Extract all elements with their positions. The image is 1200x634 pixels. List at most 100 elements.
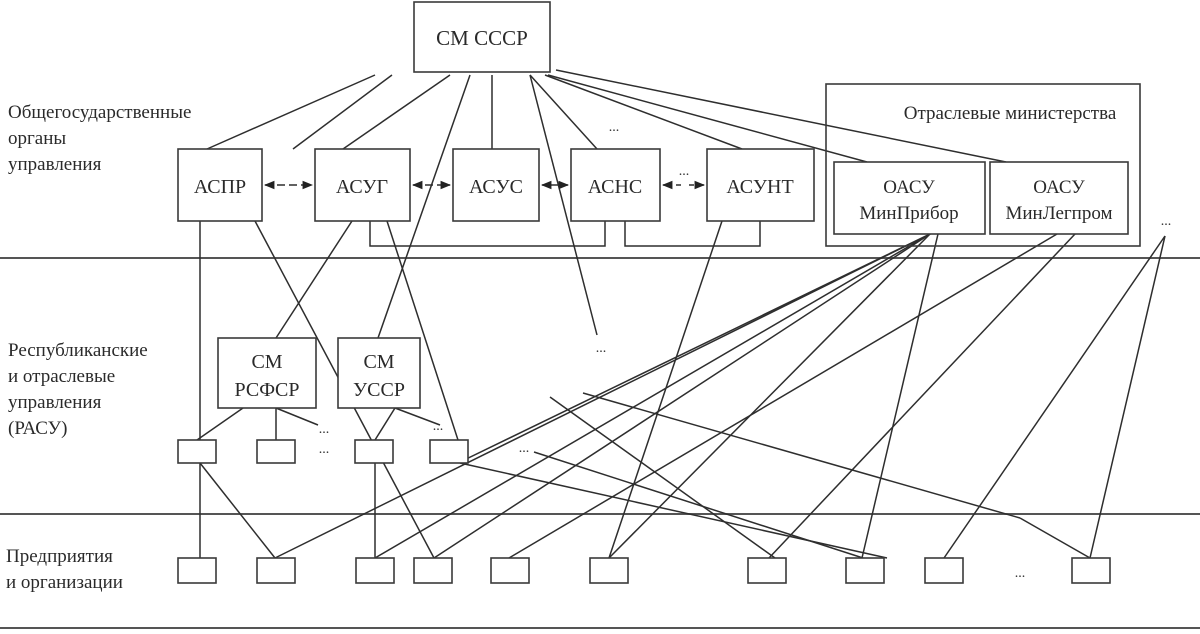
node-label: СМ СССР: [436, 26, 528, 50]
enterprise-unit-8[interactable]: [845, 557, 885, 584]
republic-unit-3[interactable]: [354, 439, 394, 464]
link-minpribor-e4: [433, 233, 931, 559]
ellipsis-mark: ...: [319, 442, 330, 457]
node-label: СМ: [251, 351, 282, 373]
link-smussr-asns: [529, 74, 598, 150]
link-minpribor-unit4: [457, 233, 931, 464]
link-smussr-asunt: [544, 74, 743, 150]
level-label-line: и отраслевые: [8, 366, 115, 387]
level-label-line: управления: [8, 154, 102, 175]
link-rsfsr-unit-1: [196, 407, 244, 441]
node-asus[interactable]: АСУС: [452, 148, 540, 222]
level-label-line: управления: [8, 392, 102, 413]
ellipsis-mark: ...: [519, 441, 530, 456]
enterprise-unit-3[interactable]: [355, 557, 395, 584]
ellipsis-mark: ...: [679, 164, 690, 179]
ellipsis-mark: ...: [433, 419, 444, 434]
node-label: РСФСР: [235, 379, 300, 401]
link-smussr-asug-2: [342, 74, 451, 150]
link-unit1-enterprise-2: [199, 462, 276, 559]
bidirectional-links: ...: [263, 164, 706, 190]
link-minpribor-e8: [861, 233, 939, 559]
enterprise-unit-9[interactable]: [924, 557, 964, 584]
enterprise-unit-4[interactable]: [413, 557, 453, 584]
level-label-line: (РАСУ): [8, 418, 67, 439]
republic-unit-1[interactable]: [177, 439, 217, 464]
node-label: СМ: [363, 351, 394, 373]
node-sm-ussr[interactable]: СМ СССР: [413, 1, 551, 73]
level-label-line: Общегосударственные: [8, 102, 191, 123]
link-minpribor-e3: [374, 233, 931, 559]
node-label: АСУС: [469, 176, 523, 198]
link-asunt-enterprise-5: [608, 220, 723, 559]
link-minpribor-e2: [274, 233, 931, 559]
republic-unit-2[interactable]: [256, 439, 296, 464]
link-smussr-oasu-minlegprom: [555, 69, 1007, 163]
ellipsis-mark: ...: [1015, 566, 1026, 581]
enterprise-unit-5[interactable]: [490, 557, 530, 584]
level-label-national: Общегосударственные органы управления: [8, 102, 191, 175]
level-label-line: Республиканские: [8, 340, 148, 361]
node-sm-ussr-ukr[interactable]: СМ УССР: [337, 337, 421, 409]
enterprise-unit-1[interactable]: [177, 557, 217, 584]
node-label: ОАСУ: [1033, 177, 1085, 198]
level-label-enterprise: Предприятия и организации: [6, 546, 123, 593]
node-asns[interactable]: АСНС: [570, 148, 661, 222]
link-smussr-aspr: [206, 74, 376, 150]
enterprise-unit-7[interactable]: [747, 557, 787, 584]
link-unit4-enterprise-9: [459, 462, 888, 559]
level-label-line: и организации: [6, 572, 123, 593]
node-aspr[interactable]: АСПР: [177, 148, 263, 222]
node-label: МинПрибор: [859, 203, 958, 224]
node-label: АСУГ: [336, 176, 388, 198]
ellipsis-mark: ...: [596, 341, 607, 356]
ellipsis-mark: ...: [319, 422, 330, 437]
node-label: АСНС: [588, 176, 643, 198]
link-cross-long: [582, 392, 1021, 519]
link-ussr-ukr-more: [394, 407, 441, 426]
ellipsis-mark: ...: [609, 120, 620, 135]
enterprise-unit-6[interactable]: [589, 557, 629, 584]
enterprise-unit-2[interactable]: [256, 557, 296, 584]
link-ellipsis-enterprise-8: [533, 451, 864, 559]
level-label-line: Предприятия: [6, 546, 113, 567]
link-rsfsr-more: [275, 407, 319, 426]
link-asug-sm-rsfsr: [275, 220, 353, 339]
node-label: АСПР: [194, 176, 246, 198]
link-asug-republic-unit-4: [386, 220, 459, 441]
link-smussr-asug-1: [292, 74, 393, 150]
ellipsis-mark: ...: [1161, 214, 1172, 229]
enterprise-units: [177, 557, 1111, 584]
connection-lines: [196, 69, 1166, 559]
node-oasu-minlegprom[interactable]: ОАСУ МинЛегпром: [989, 161, 1129, 235]
link-smussr-ellipsis: [529, 74, 598, 336]
node-label: ОАСУ: [883, 177, 935, 198]
node-asug[interactable]: АСУГ: [314, 148, 411, 222]
republic-units: [177, 439, 469, 464]
link-smussr-oasu-minpribor: [547, 74, 868, 163]
link-minlegprom-e7: [768, 233, 1076, 559]
link-ussr-ukr-unit-3: [374, 407, 396, 441]
link-smussr-sm-rsfsr: [377, 74, 471, 339]
republic-unit-4[interactable]: [429, 439, 469, 464]
node-label: АСУНТ: [726, 176, 793, 198]
bus-asug-asns: [369, 221, 606, 247]
node-sm-rsfsr[interactable]: СМ РСФСР: [217, 337, 317, 409]
link-ministries-more-e9: [943, 235, 1166, 559]
ministries-group: Отраслевые министерства: [825, 83, 1141, 247]
node-oasu-minpribor[interactable]: ОАСУ МинПрибор: [833, 161, 986, 235]
enterprise-unit-10[interactable]: [1071, 557, 1111, 584]
link-minlegprom-e6: [508, 233, 1058, 559]
node-label: УССР: [353, 379, 405, 401]
level-label-line: органы: [8, 128, 66, 149]
ministries-group-title: Отраслевые министерства: [904, 103, 1117, 124]
link-minpribor-e5: [608, 233, 931, 559]
node-asunt[interactable]: АСУНТ: [706, 148, 815, 222]
link-cross-enterprise-7: [549, 396, 776, 559]
bus-asns-asunt: [624, 221, 761, 247]
link-cross-long-end: [1019, 517, 1091, 559]
link-ministries-more-e11: [1089, 235, 1166, 559]
level-label-republic: Республиканские и отраслевые управления …: [8, 340, 148, 439]
node-label: МинЛегпром: [1005, 203, 1112, 224]
